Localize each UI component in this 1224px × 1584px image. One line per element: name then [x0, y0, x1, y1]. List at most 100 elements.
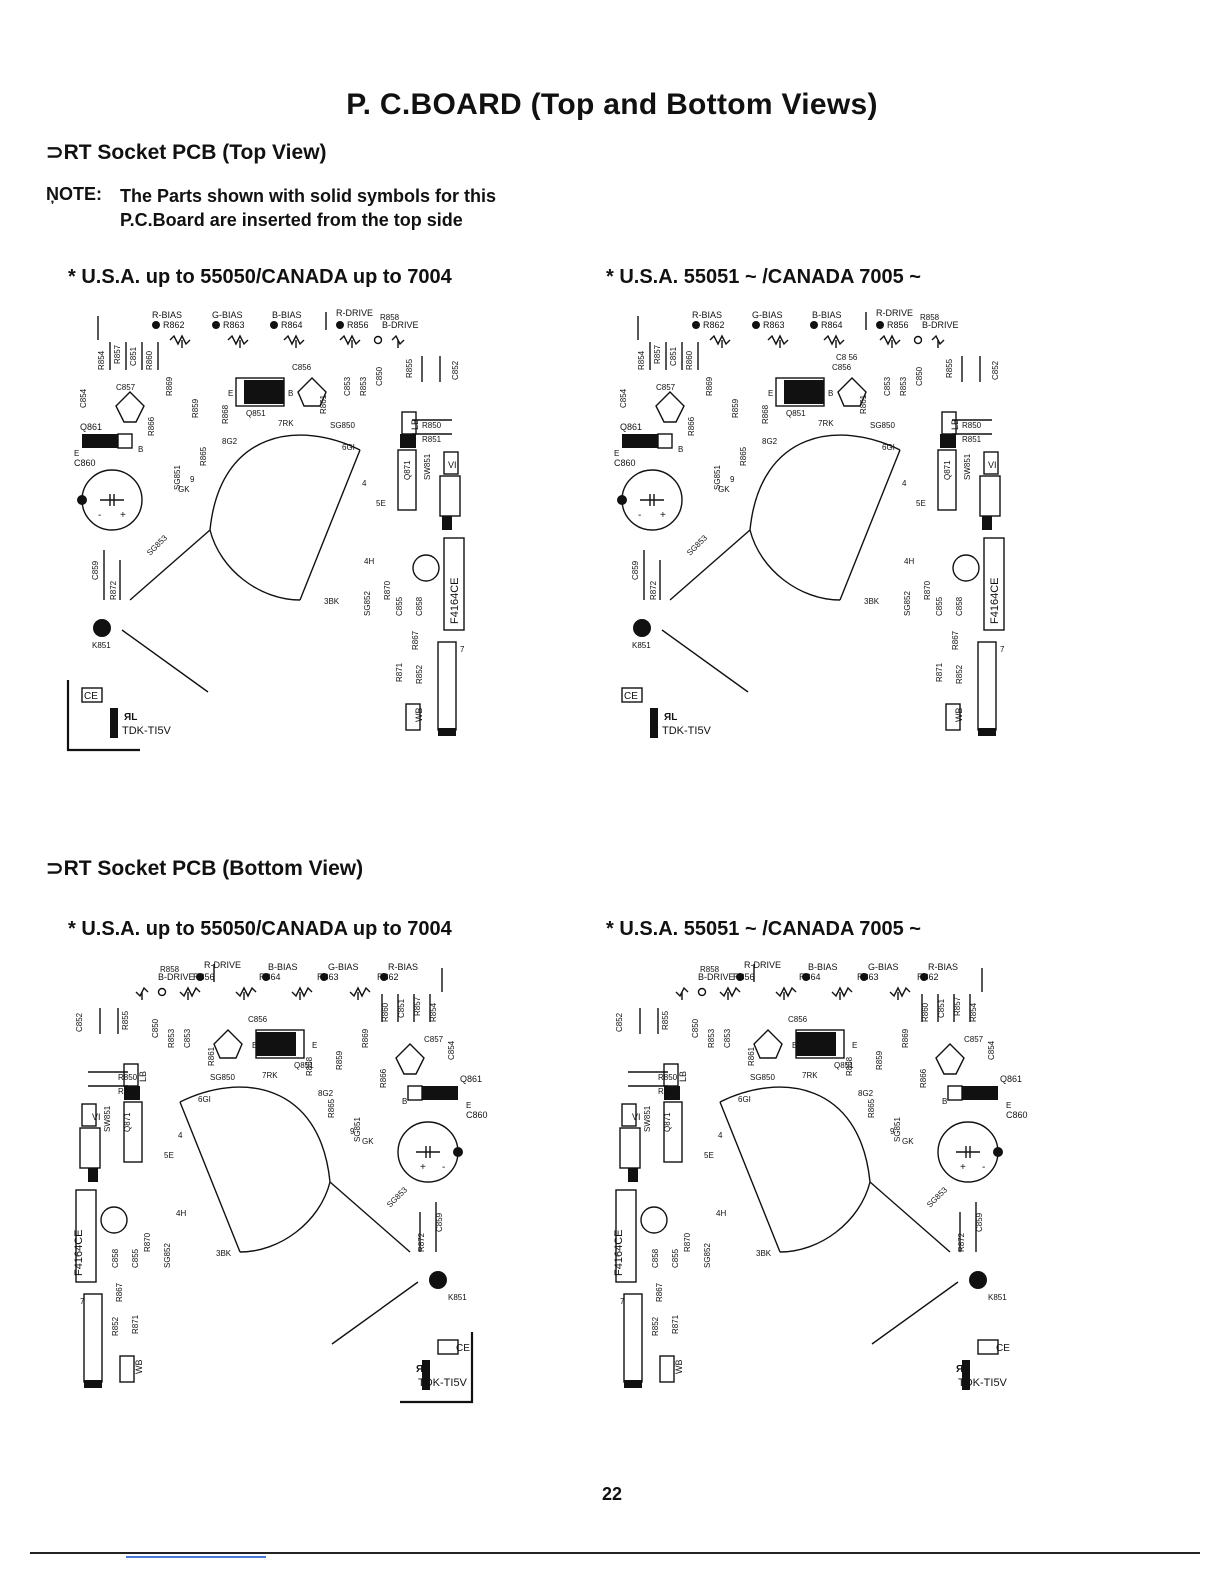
- pin-5e-label: 5E: [164, 1151, 174, 1160]
- r855-label: R855: [121, 1010, 130, 1030]
- c857-label: C857: [116, 383, 136, 392]
- lb-label: LB: [950, 419, 960, 430]
- k851-ground-icon: [633, 619, 651, 637]
- sw851-switch-icon: [663, 1101, 683, 1163]
- r864-label: R864: [821, 320, 843, 330]
- r853-label: R853: [359, 376, 368, 396]
- r858-pot-icon: [157, 987, 167, 997]
- r866-label: R866: [379, 1068, 388, 1088]
- c860-label: C860: [74, 458, 96, 468]
- pin-gk-label: GK: [902, 1137, 914, 1146]
- c850-label: C850: [375, 366, 384, 386]
- left-components: R854 R857 C851 R860 C857 C854 R869 R866 …: [614, 342, 722, 738]
- bottom-view-variant-left: * U.S.A. up to 55050/CANADA up to 7004: [68, 918, 452, 940]
- r863-pot-icon: [320, 973, 328, 981]
- k851-label: K851: [92, 641, 111, 650]
- sg850-label: SG850: [870, 421, 895, 430]
- f4164ce-label-box: [615, 1189, 637, 1283]
- r858-pot-icon: [373, 335, 383, 345]
- sg853-label: SG853: [385, 1185, 409, 1209]
- r856-pot-icon: [196, 973, 204, 981]
- board-outline: [66, 316, 140, 752]
- q851-b-label: B: [792, 1041, 797, 1050]
- r850-label: R850: [658, 1073, 678, 1082]
- note-text: The Parts shown with solid symbols for t…: [120, 184, 496, 232]
- r872-label: R872: [957, 1232, 966, 1252]
- pcb-bottom-view-early: R-BIAS R862 G-BIAS R863 B-BIAS R864 R-DR…: [73, 960, 488, 1404]
- r864-pot-icon: [802, 973, 810, 981]
- b-bias-label: B-BIAS: [268, 962, 298, 972]
- c860-label: C860: [466, 1110, 488, 1120]
- tdk-marker: [962, 1360, 970, 1390]
- ce-label: CE: [84, 691, 98, 702]
- r855-label: R855: [405, 358, 414, 378]
- r862-pot-icon: [920, 973, 928, 981]
- top-view-variant-left: * U.S.A. up to 55050/CANADA up to 7004: [68, 266, 452, 288]
- right-components: LB R855 C852 R850 R851 Q871 SW851 VI R87…: [903, 356, 1005, 736]
- r856-pot-icon: [336, 321, 344, 329]
- r850-label: R850: [422, 421, 442, 430]
- c851-label: C851: [129, 346, 138, 366]
- k851-label: K851: [448, 1293, 467, 1302]
- q871-transistor-icon: [100, 1206, 128, 1234]
- r861-label: R861: [859, 394, 868, 414]
- sg853-label: SG853: [925, 1185, 949, 1209]
- vi-label: VI: [988, 460, 997, 470]
- r856-label: R856: [887, 320, 909, 330]
- pcb-bottom-view-late: R-BIAS R862 G-BIAS R863 B-BIAS R864 R-DR…: [613, 960, 1028, 1390]
- c860-minus-label: -: [638, 510, 641, 521]
- c853-label: C853: [343, 376, 352, 396]
- c854-label: C854: [447, 1040, 456, 1060]
- sg851-label: SG851: [173, 465, 182, 490]
- c860-lead-dot: [617, 495, 627, 505]
- lb-label: LB: [678, 1071, 688, 1082]
- page-number: 22: [601, 1484, 623, 1504]
- left-components: R854 R857 C851 R860 C857 C854 R869 R866 …: [74, 342, 182, 738]
- q851-b-label: B: [252, 1041, 257, 1050]
- c859-label: C859: [975, 1212, 984, 1232]
- r852-label: R852: [955, 664, 964, 684]
- q861-transistor-icon: [115, 391, 145, 423]
- r856-label: R856: [347, 320, 369, 330]
- pin-gk-label: GK: [362, 1137, 374, 1146]
- c854-label: C854: [619, 388, 628, 408]
- crt-socket-outline: [749, 434, 901, 531]
- pin-5e-label: 5E: [376, 499, 386, 508]
- bottom-view-variant-right: * U.S.A. 55051 ~ /CANADA 7005 ~: [606, 918, 921, 940]
- ce-label: CE: [996, 1343, 1010, 1354]
- q861-label: Q861: [460, 1074, 482, 1084]
- ce-label: CE: [624, 691, 638, 702]
- pin-4-label: 4: [902, 479, 907, 488]
- pin-7-label: 7: [620, 1297, 625, 1306]
- connector-7-fill: [438, 728, 456, 736]
- q851-e-label: E: [768, 389, 773, 398]
- r853-label: R853: [707, 1028, 716, 1048]
- r857-label: R857: [953, 996, 962, 1016]
- sw851-actuator: [442, 516, 452, 530]
- r850-label: R850: [962, 421, 982, 430]
- r863-label: R863: [857, 972, 879, 982]
- r862-pot-icon: [380, 973, 388, 981]
- r870-label: R870: [923, 580, 932, 600]
- pcb-top-view-late: R-BIAS R862 G-BIAS R863 B-BIAS R864 R-DR…: [614, 308, 1005, 738]
- sw851-switch-icon: [123, 1101, 143, 1163]
- q851-label: Q851: [834, 1061, 854, 1070]
- r865-label: R865: [739, 446, 748, 466]
- r857-label: R857: [413, 996, 422, 1016]
- f4164ce-label: F4164CE: [989, 578, 1001, 624]
- sg852-label: SG852: [163, 1243, 172, 1268]
- r860-label: R860: [921, 1002, 930, 1022]
- crt-socket-arc: [179, 1101, 331, 1253]
- r860-label: R860: [381, 1002, 390, 1022]
- q851-block-fill: [244, 380, 284, 404]
- c860-label: C860: [614, 458, 636, 468]
- r861-label: R861: [319, 394, 328, 414]
- r862-label: R862: [377, 972, 399, 982]
- c850-label: C850: [691, 1018, 700, 1038]
- r872-label: R872: [109, 580, 118, 600]
- k851-ground-icon: [429, 1271, 447, 1289]
- pin-9-label: 9: [890, 1127, 895, 1136]
- r864-label: R864: [259, 972, 281, 982]
- wb-connector-icon: [945, 703, 961, 731]
- r858-pot-icon: [913, 335, 923, 345]
